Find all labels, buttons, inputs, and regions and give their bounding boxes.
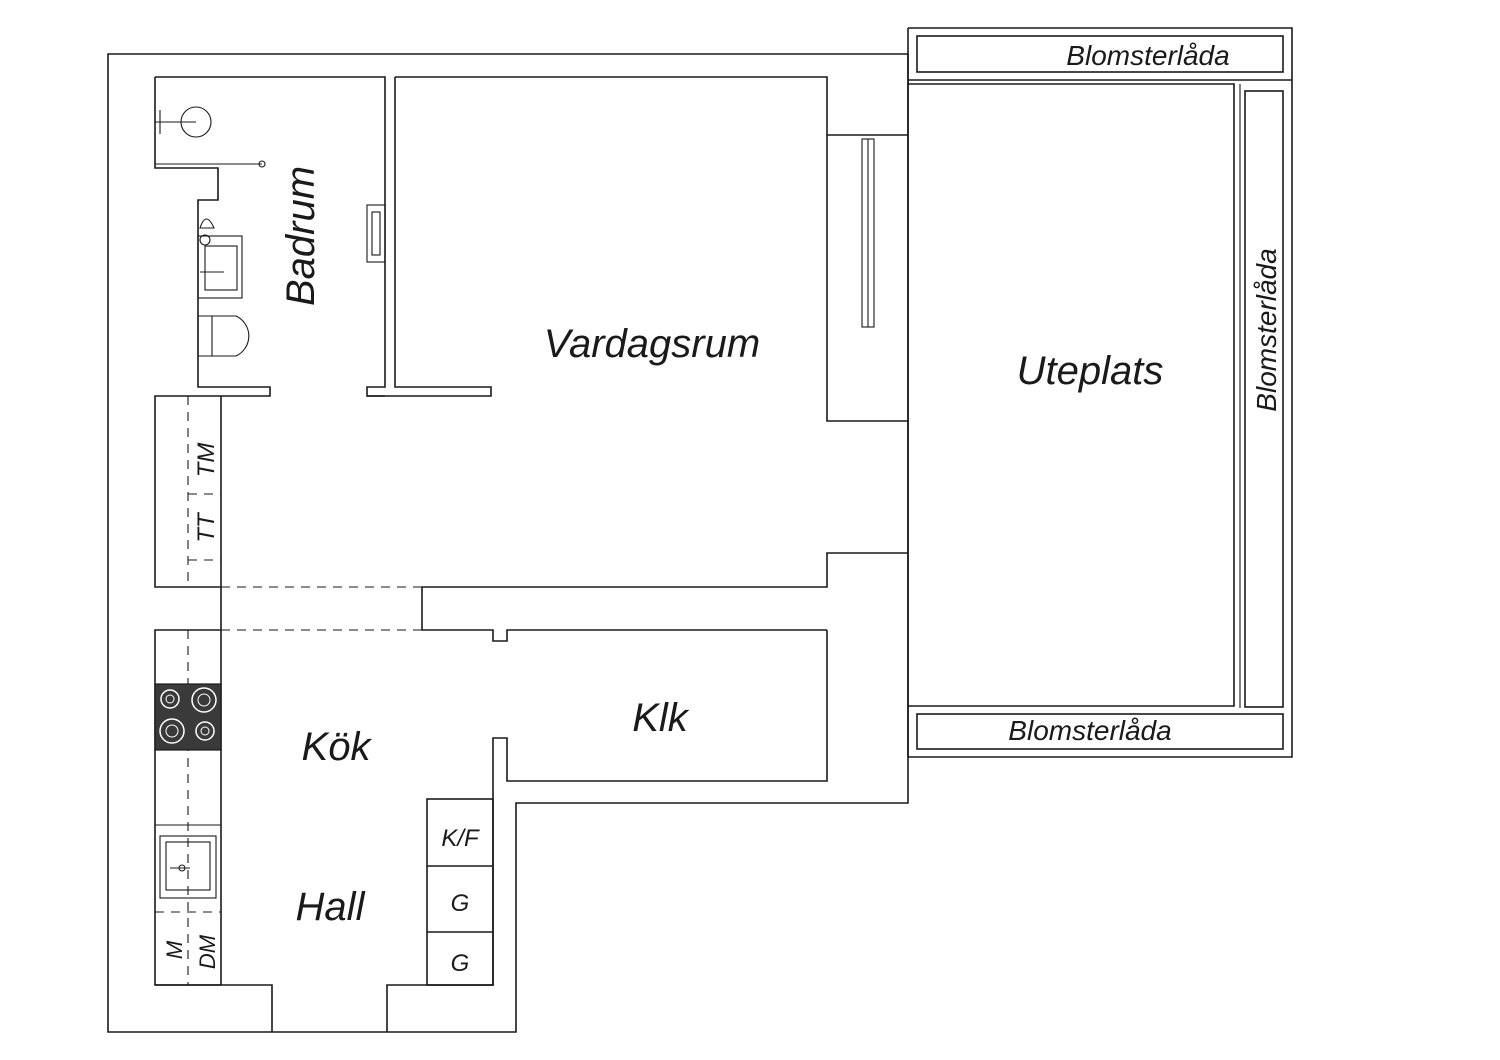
kitchen-sink-icon [159, 835, 217, 899]
appliance-label-tt: TT [193, 511, 220, 543]
kitchen-counter [154, 629, 222, 986]
appliance-label-m: M [162, 940, 187, 959]
living-room-walls [367, 76, 908, 642]
toilet-icon [197, 315, 250, 357]
appliance-label-g1: G [451, 890, 470, 917]
flower-box-label-bottom: Blomsterlåda [1008, 715, 1171, 746]
flower-box-label-top: Blomsterlåda [1066, 40, 1229, 71]
laundry-niche [154, 395, 422, 631]
room-label-klk: Klk [632, 696, 690, 740]
room-label-badrum: Badrum [279, 166, 323, 306]
flower-box-label-right: Blomsterlåda [1251, 248, 1282, 411]
flower-box-top [916, 35, 1284, 73]
wardrobe-block [426, 798, 494, 986]
flower-box-bottom [916, 713, 1284, 750]
terrace [907, 27, 1293, 758]
appliance-label-g2: G [451, 950, 470, 977]
room-label-hall: Hall [296, 885, 366, 929]
shower-icon [155, 106, 266, 168]
bathroom-walls [154, 76, 386, 397]
apartment-outline [107, 53, 909, 1033]
room-label-uteplats: Uteplats [1017, 349, 1164, 393]
appliance-label-kf: K/F [441, 825, 480, 852]
flower-box-right [1244, 90, 1284, 708]
appliance-label-dm: DM [195, 934, 220, 969]
appliance-label-tm: TM [193, 443, 220, 478]
bathroom-sink-icon [197, 218, 243, 299]
room-label-kok: Kök [302, 725, 373, 769]
stove-icon [154, 683, 222, 751]
room-label-vardagsrum: Vardagsrum [544, 322, 760, 366]
hall-walls [155, 630, 828, 1032]
